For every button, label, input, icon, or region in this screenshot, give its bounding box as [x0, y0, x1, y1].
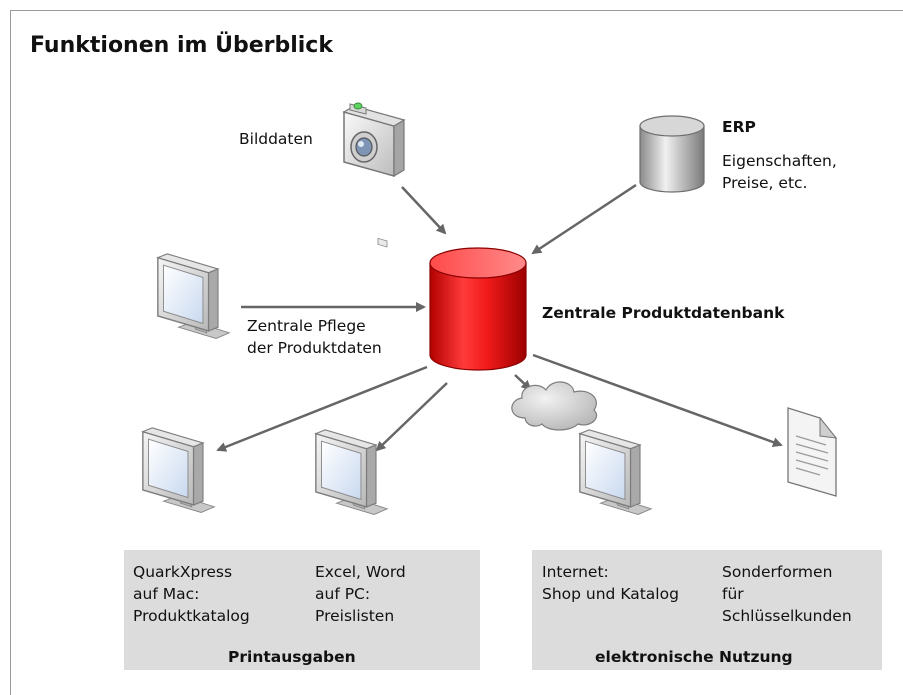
diagram-frame: [10, 10, 903, 695]
central-database-label: Zentrale Produktdatenbank: [542, 304, 785, 322]
cloud-icon: [511, 381, 598, 431]
pc-line-3: Preislisten: [315, 607, 395, 625]
central-database-icon: [429, 247, 527, 371]
erp-line-1: Eigenschaften,: [722, 152, 837, 170]
erp-line-2: Preise, etc.: [722, 174, 808, 192]
erp-title: ERP: [722, 118, 756, 136]
document-icon: [787, 407, 838, 497]
database-icon: [639, 115, 705, 193]
pflege-line-1: Zentrale Pflege: [247, 317, 366, 335]
special-line-1: Sonderformen: [722, 563, 833, 581]
arrow-db-to-document: [532, 353, 783, 447]
monitor-icon-pflege: [157, 253, 230, 340]
camera-icon: [342, 102, 406, 248]
arrows: [216, 183, 783, 452]
electronic-panel-title: elektronische Nutzung: [595, 648, 793, 666]
print-panel-title: Printausgaben: [228, 648, 356, 666]
pc-line-1: Excel, Word: [315, 563, 406, 581]
internet-line-2: Shop und Katalog: [542, 585, 679, 603]
arrow-camera-to-db: [401, 186, 447, 235]
mac-line-3: Produktkatalog: [133, 607, 250, 625]
print-panel: [124, 550, 480, 670]
monitor-icon-mac: [142, 427, 215, 514]
arrow-db-to-mac: [216, 365, 428, 452]
pflege-line-2: der Produktdaten: [247, 339, 382, 357]
arrow-erp-to-db: [531, 183, 637, 255]
internet-line-1: Internet:: [542, 563, 609, 581]
pc-line-2: auf PC:: [315, 585, 371, 603]
bilddaten-label: Bilddaten: [239, 130, 313, 148]
arrow-db-to-pc: [375, 382, 448, 452]
electronic-panel: [532, 550, 882, 670]
mac-line-2: auf Mac:: [133, 585, 200, 603]
monitor-icon-internet: [579, 429, 652, 516]
page-title: Funktionen im Überblick: [30, 33, 333, 58]
special-line-3: Schlüsselkunden: [722, 607, 852, 625]
monitor-icon-pc: [315, 429, 388, 516]
mac-line-1: QuarkXpress: [133, 563, 233, 581]
special-line-2: für: [722, 585, 744, 603]
